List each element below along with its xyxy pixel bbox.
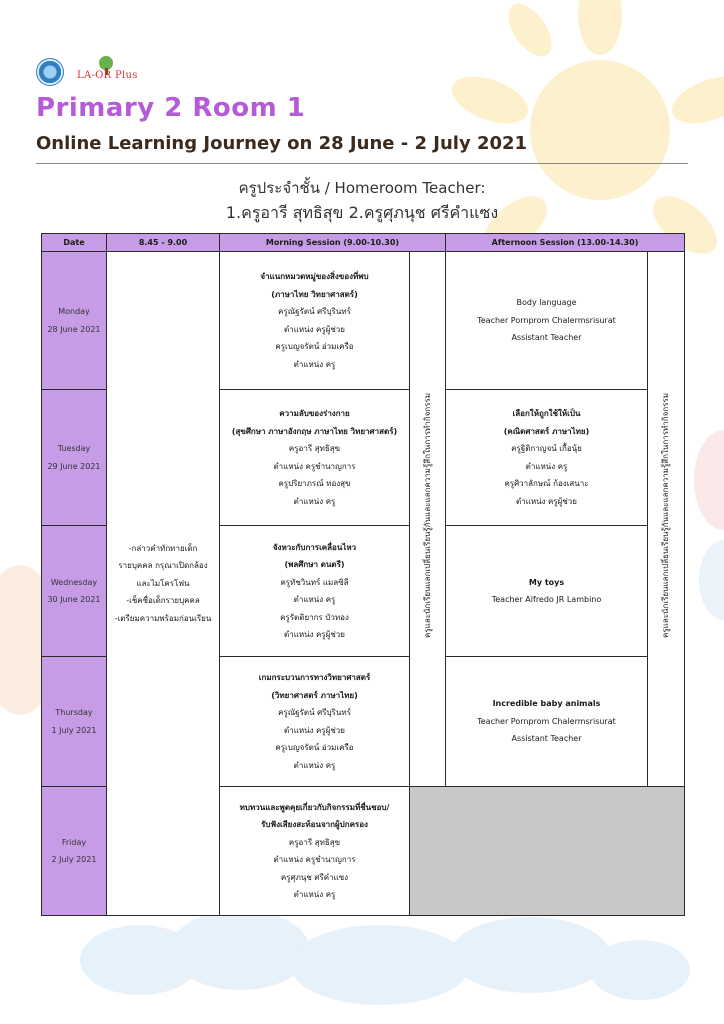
table-row: Friday 2 July 2021 ทบทวนและพูดคุยเกี่ยวก… <box>41 786 685 916</box>
table-header-row: Date 8.45 - 9.00 Morning Session (9.00-1… <box>41 233 685 252</box>
morning-cell: จังหวะกับการเคลื่อนไหว (พลศึกษา ดนตรี) ค… <box>219 525 410 657</box>
right-cloud-decoration <box>694 430 724 620</box>
table-row: Wednesday 30 June 2021 จังหวะกับการเคลื่… <box>41 525 685 657</box>
table-row: Monday 28 June 2021 -กล่าวคำทักทายเด็ก ร… <box>41 251 685 916</box>
tree-icon <box>99 56 113 70</box>
afternoon-cell: My toys Teacher Alfredo JR Lambino <box>445 525 648 657</box>
header-date: Date <box>41 233 107 252</box>
morning-cell: เกมกระบวนการทางวิทยาศาสตร์ (วิทยาศาสตร์ … <box>219 656 410 787</box>
day-cell: Friday 2 July 2021 <box>41 786 107 916</box>
homeroom-teacher-names: 1.ครูอารี สุทธิสุข 2.ครูศุภนุช ศรีคำแซง <box>225 203 499 222</box>
la-or-plus-logo: LA-OR Plus <box>77 56 157 86</box>
morning-cell: จำแนกหมวดหมู่ของสิ่งของที่พบ (ภาษาไทย วิ… <box>219 251 410 390</box>
morning-cell: ทบทวนและพูดคุยเกี่ยวกับกิจกรรมที่ชื่นชอบ… <box>219 786 410 916</box>
page-title: Primary 2 Room 1 <box>36 93 306 123</box>
header-pre-session: 8.45 - 9.00 <box>106 233 220 252</box>
school-emblem-icon <box>36 58 64 86</box>
table-row: Tuesday 29 June 2021 ความลับของร่างกาย (… <box>41 389 685 526</box>
day-cell: Monday 28 June 2021 <box>41 251 107 390</box>
afternoon-cell: Incredible baby animals Teacher Pornprom… <box>445 656 648 787</box>
header-afternoon: Afternoon Session (13.00-14.30) <box>445 233 685 252</box>
day-cell: Thursday 1 July 2021 <box>41 656 107 787</box>
morning-reflection-cell: ครูและนักเรียนแลกเปลี่ยนเรียนรู้กันและแล… <box>409 251 446 787</box>
divider <box>36 163 688 164</box>
bottom-cloud-decoration <box>80 910 690 1005</box>
afternoon-cell: Body language Teacher Pornprom Chalermsr… <box>445 251 648 390</box>
header-morning: Morning Session (9.00-10.30) <box>219 233 446 252</box>
page-subtitle: Online Learning Journey on 28 June - 2 J… <box>36 133 528 154</box>
day-cell: Tuesday 29 June 2021 <box>41 389 107 526</box>
schedule-table: Date 8.45 - 9.00 Morning Session (9.00-1… <box>41 233 685 916</box>
table-row: Thursday 1 July 2021 เกมกระบวนการทางวิทย… <box>41 656 685 787</box>
morning-cell: ความลับของร่างกาย (สุขศึกษา ภาษาอังกฤษ ภ… <box>219 389 410 526</box>
afternoon-empty-cell <box>409 786 685 916</box>
homeroom-teacher-label: ครูประจำชั้น / Homeroom Teacher: <box>238 179 486 197</box>
logo-text: LA-OR Plus <box>77 70 138 81</box>
pre-session-cell: -กล่าวคำทักทายเด็ก รายบุคคล กรุณาเปิดกล้… <box>106 251 220 916</box>
afternoon-reflection-cell: ครูและนักเรียนแลกเปลี่ยนเรียนรู้กันและแล… <box>647 251 685 787</box>
afternoon-cell: เลือกให้ถูกใช้ให้เป็น (คณิตศาสตร์ ภาษาไท… <box>445 389 648 526</box>
day-cell: Wednesday 30 June 2021 <box>41 525 107 657</box>
